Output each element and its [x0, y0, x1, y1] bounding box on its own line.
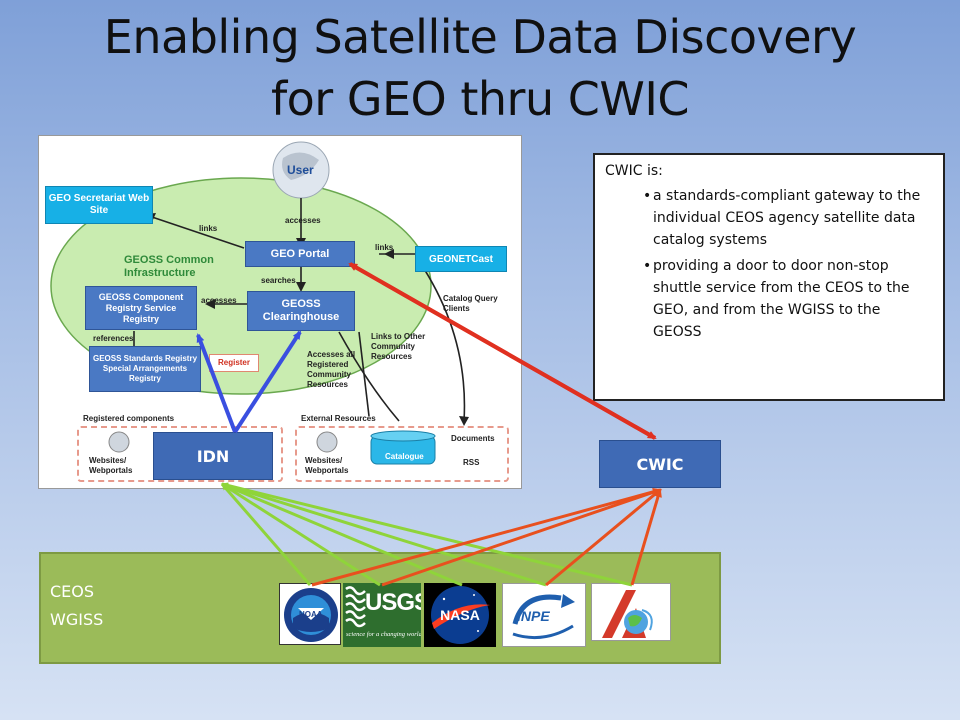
noaa-logo: NOAA	[279, 583, 341, 645]
callout-bullet-list: a standards-compliant gateway to the ind…	[605, 185, 933, 343]
label-searches: searches	[261, 276, 296, 285]
component-registry-box: GEOSS Component Registry Service Registr…	[85, 286, 197, 330]
geoss-common-label: GEOSS Common Infrastructure	[124, 254, 214, 279]
rss-label: RSS	[463, 458, 480, 467]
slide-title: Enabling Satellite Data Discovery for GE…	[0, 6, 960, 130]
earth-e-icon	[602, 590, 653, 638]
nasa-logo: NASA	[424, 583, 496, 647]
label-catalog-query: Catalog Query Clients	[443, 294, 498, 313]
idn-node: IDN	[153, 432, 273, 480]
panel-label-wgiss: WGISS	[50, 610, 104, 629]
label-accesses-top: accesses	[285, 216, 321, 225]
label-links-left: links	[199, 224, 218, 233]
catalogue-label: Catalogue	[385, 452, 424, 461]
inpe-logo: INPE	[502, 583, 586, 647]
registered-components-frame	[77, 426, 283, 482]
geo-secretariat-box: GEO Secretariat Web Site	[45, 186, 153, 224]
noaa-seal-icon	[284, 588, 338, 642]
label-links-other: Links to Other Community Resources	[371, 332, 426, 361]
usgs-wave-icon	[345, 586, 366, 628]
cwic-description-callout: CWIC is: a standards-compliant gateway t…	[593, 153, 945, 401]
usgs-logo: USGS science for a changing world	[343, 583, 421, 647]
registered-components-label: Registered components	[83, 414, 175, 423]
geonetcast-box: GEONETCast	[415, 246, 507, 272]
external-resources-label: External Resources	[301, 414, 376, 423]
globe-landmass	[282, 152, 319, 180]
websites-left-label: Websites/ Webportals	[89, 456, 133, 475]
standards-registry-box: GEOSS Standards Registry Special Arrange…	[89, 346, 201, 392]
geoss-architecture-diagram: User GEO Secretariat Web Site links acce…	[38, 135, 522, 489]
geo-portal-box: GEO Portal	[245, 241, 355, 267]
websites-right-label: Websites/ Webportals	[305, 456, 349, 475]
callout-bullet: providing a door to door non-stop shuttl…	[643, 255, 933, 343]
callout-bullet: a standards-compliant gateway to the ind…	[643, 185, 933, 251]
earth-e-logo	[591, 583, 671, 641]
title-line-1: Enabling Satellite Data Discovery	[103, 10, 857, 64]
label-references: references	[93, 334, 134, 343]
documents-label: Documents	[451, 434, 495, 443]
register-box: Register	[209, 354, 259, 372]
user-label: User	[287, 163, 314, 177]
label-accesses-mid: accesses	[201, 296, 237, 305]
nasa-meatball-icon	[431, 586, 490, 644]
panel-label-ceos: CEOS	[50, 582, 95, 601]
callout-heading: CWIC is:	[605, 163, 663, 179]
label-accesses-all: Accesses all Registered Community Resour…	[307, 350, 356, 389]
label-links-right: links	[375, 243, 394, 252]
inpe-orbit-icon	[512, 594, 575, 640]
clearinghouse-box: GEOSS Clearinghouse	[247, 291, 355, 331]
cwic-node: CWIC	[599, 440, 721, 488]
title-line-2: for GEO thru CWIC	[270, 72, 690, 126]
